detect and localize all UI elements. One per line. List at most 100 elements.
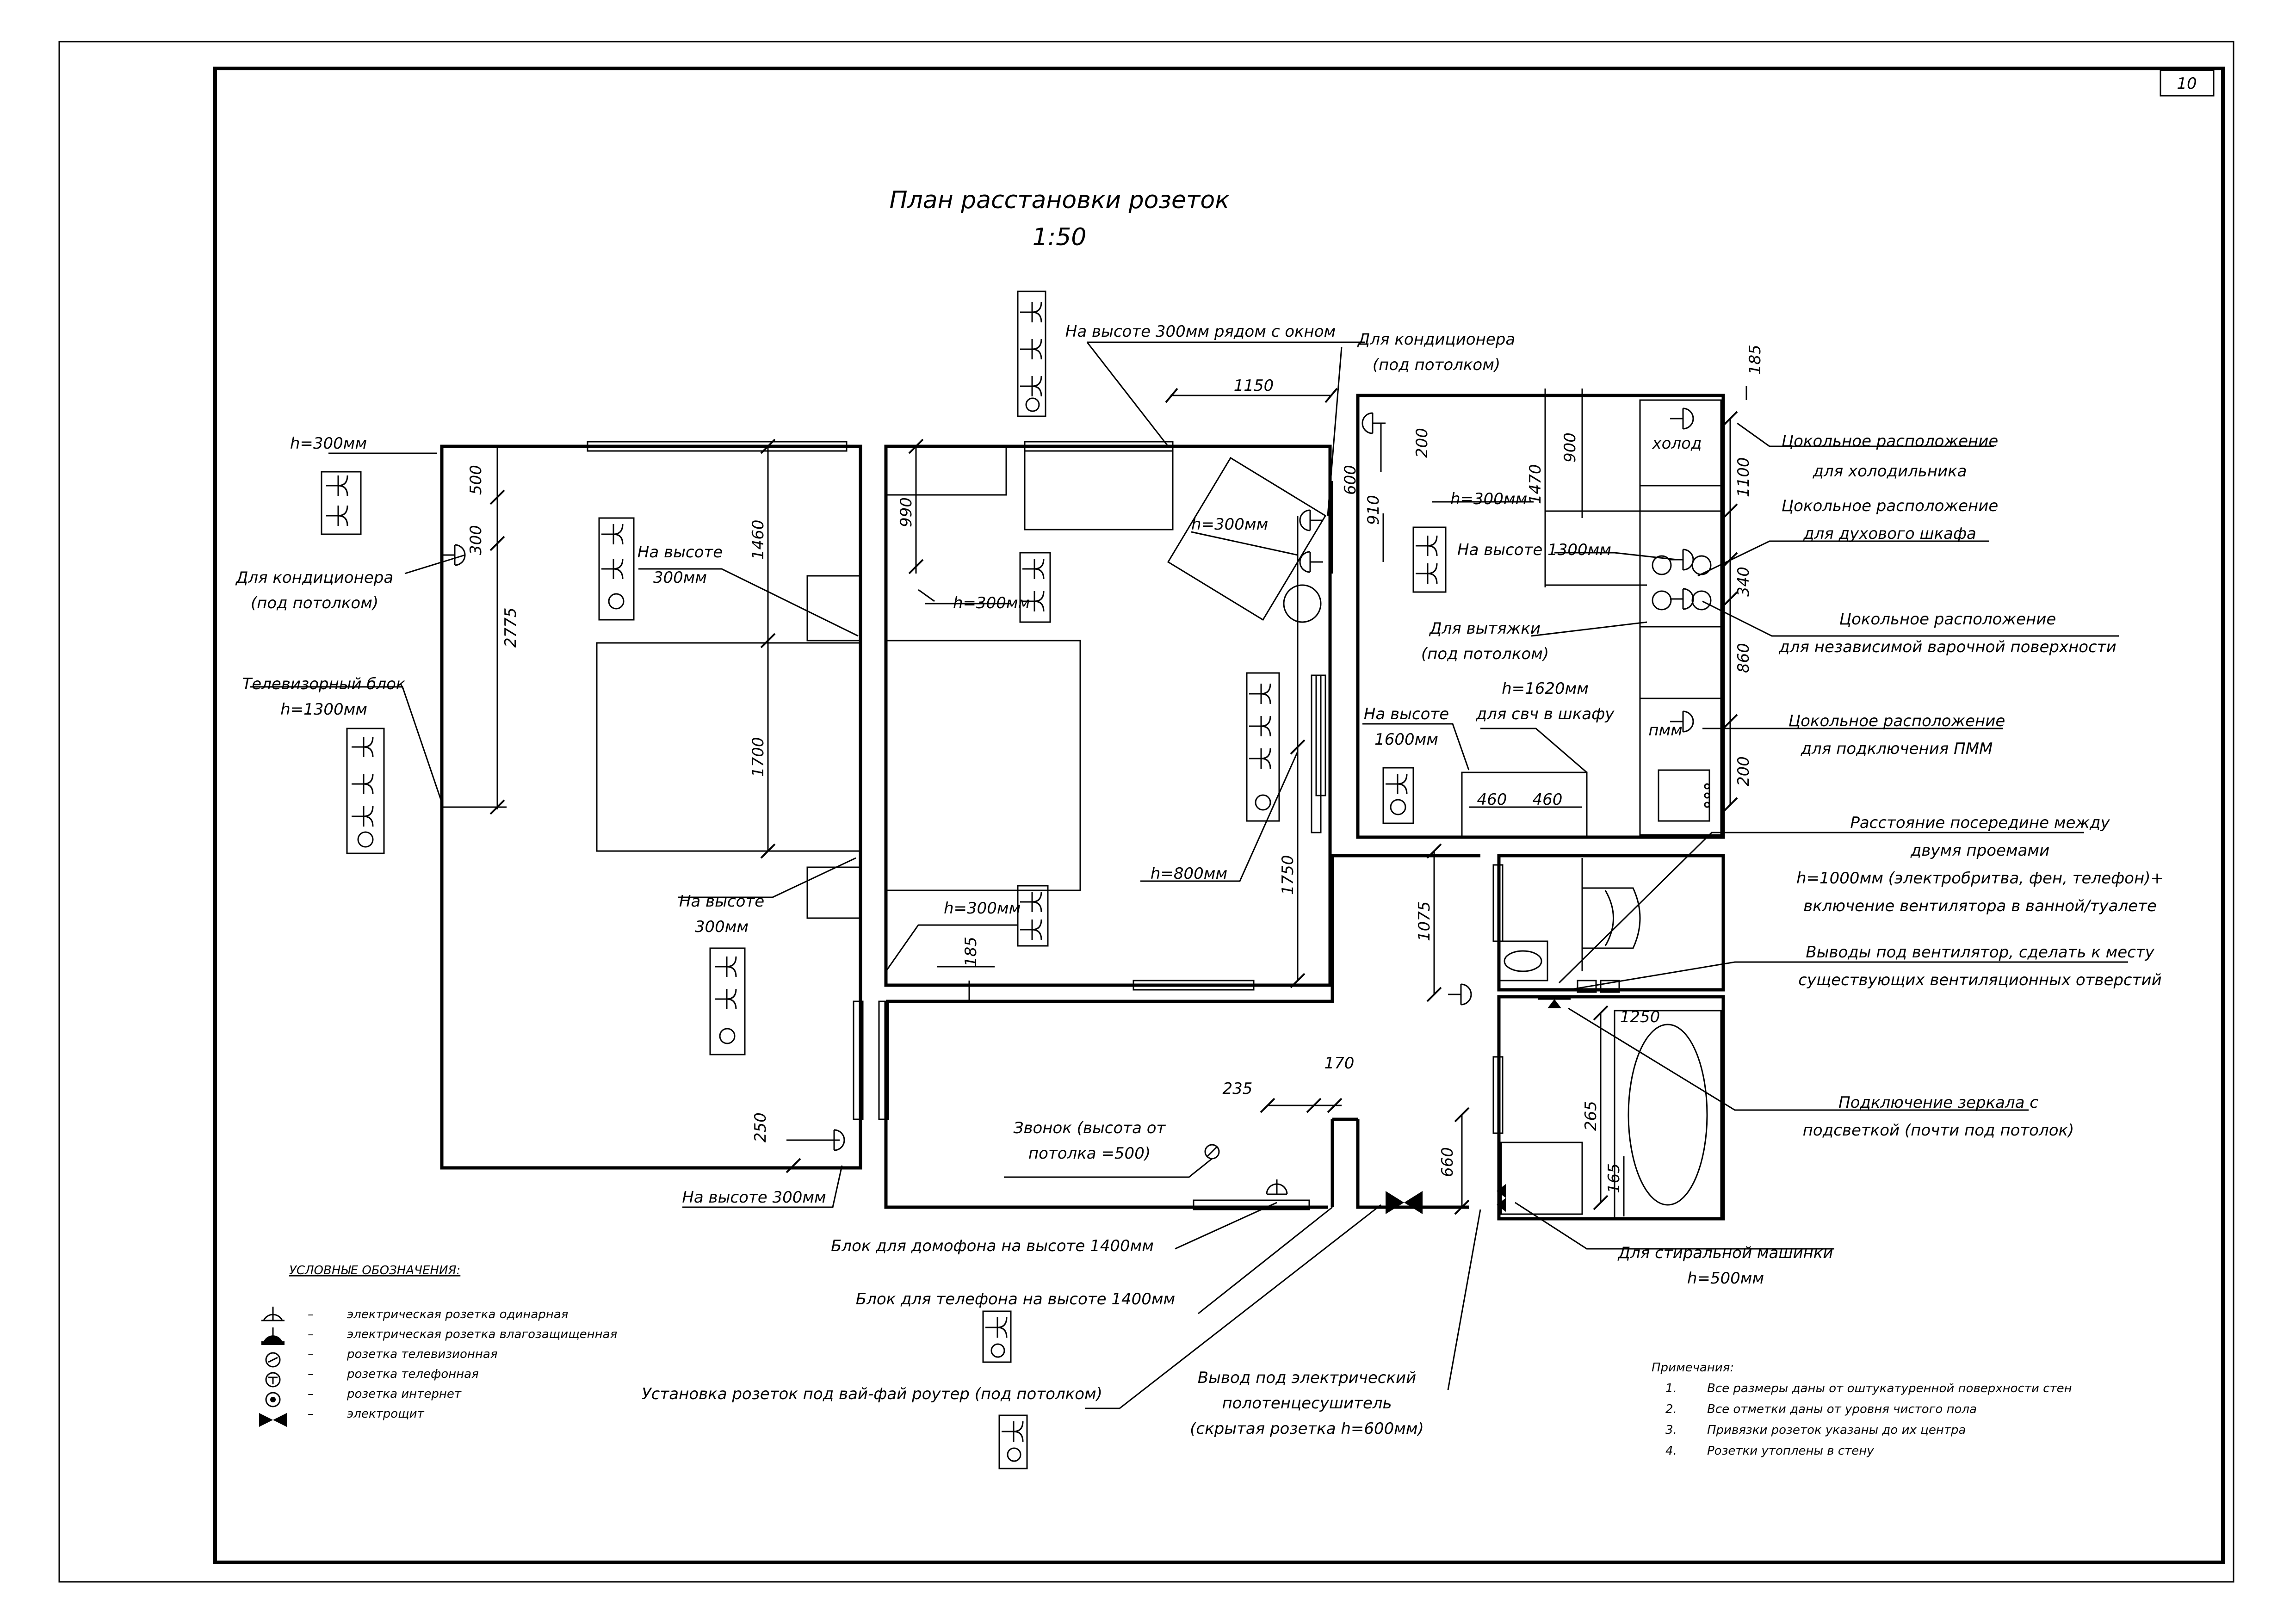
svg-text:1100: 1100 <box>1734 457 1753 497</box>
svg-text:На высоте 300мм: На высоте 300мм <box>682 1188 826 1207</box>
svg-text:(под потолком): (под потолком) <box>1421 645 1549 663</box>
svg-text:Выводы под вентилятор, сделать: Выводы под вентилятор, сделать к месту <box>1806 943 2154 962</box>
sheet-number: 10 <box>2177 74 2197 93</box>
svg-text:(скрытая розетка h=600мм): (скрытая розетка h=600мм) <box>1190 1419 1424 1438</box>
svg-text:–: – <box>308 1387 314 1401</box>
svg-text:(под потолком): (под потолком) <box>251 594 378 612</box>
svg-text:На высоте 300мм рядом с окном: На высоте 300мм рядом с окном <box>1065 322 1336 341</box>
svg-text:холод: холод <box>1652 434 1702 453</box>
svg-text:h=500мм: h=500мм <box>1687 1269 1764 1288</box>
outer-frame <box>58 41 2234 1583</box>
svg-text:1470: 1470 <box>1526 464 1545 504</box>
scale-label: 1:50 <box>1033 223 1087 251</box>
svg-text:–: – <box>308 1407 314 1421</box>
legend: УСЛОВНЫЕ ОБОЗНАЧЕНИЯ: – – – <box>259 1264 617 1427</box>
window-3 <box>1133 980 1255 991</box>
svg-text:для духового шкафа: для духового шкафа <box>1803 525 1976 543</box>
svg-text:460: 460 <box>1533 790 1563 809</box>
svg-text:–: – <box>308 1308 314 1321</box>
svg-text:1750: 1750 <box>1279 855 1297 895</box>
svg-text:Цокольное расположение: Цокольное расположение <box>1789 712 2005 730</box>
svg-text:1460: 1460 <box>749 519 767 560</box>
svg-text:На высоте 1300мм: На высоте 1300мм <box>1457 541 1611 559</box>
svg-text:h=300мм: h=300мм <box>290 434 367 453</box>
svg-text:h=300мм: h=300мм <box>1191 515 1268 534</box>
svg-text:для холодильника: для холодильника <box>1812 462 1967 481</box>
svg-text:–: – <box>308 1327 314 1341</box>
svg-text:пмм: пмм <box>1648 721 1683 740</box>
internet-outlet-icon <box>265 1392 281 1407</box>
svg-text:2.: 2. <box>1665 1402 1677 1416</box>
svg-text:2775: 2775 <box>501 607 520 648</box>
svg-text:h=1620мм: h=1620мм <box>1502 679 1589 698</box>
svg-text:подсветкой (почти под потолок): подсветкой (почти под потолок) <box>1803 1121 2074 1140</box>
svg-text:Расстояние посередине между: Расстояние посередине между <box>1850 814 2110 832</box>
notes: Примечания: 1. Все размеры даны от оштук… <box>1652 1361 2072 1458</box>
svg-text:Для вытяжки: Для вытяжки <box>1429 619 1541 638</box>
svg-text:165: 165 <box>1605 1163 1623 1193</box>
socket-blocks <box>321 290 1447 1469</box>
svg-text:900: 900 <box>1561 432 1579 463</box>
svg-text:185: 185 <box>1746 345 1764 375</box>
note-item: Все размеры даны от оштукатуренной повер… <box>1707 1382 2072 1395</box>
corridor-and-bath <box>884 854 1725 1221</box>
svg-text:170: 170 <box>1324 1054 1355 1073</box>
svg-text:Подключение зеркала с: Подключение зеркала с <box>1838 1093 2038 1112</box>
svg-text:Блок для домофона на высоте 14: Блок для домофона на высоте 1400мм <box>831 1237 1154 1255</box>
wall-sockets <box>441 407 1694 1214</box>
svg-text:h=1000мм (электробритва, фен,: h=1000мм (электробритва, фен, телефон)+ <box>1796 869 2164 888</box>
svg-text:Для кондиционера: Для кондиционера <box>235 568 393 587</box>
svg-text:200: 200 <box>1413 428 1431 458</box>
svg-text:1150: 1150 <box>1234 376 1274 395</box>
svg-text:На высоте: На высоте <box>679 892 764 911</box>
svg-text:для независимой варочной повер: для независимой варочной поверхности <box>1778 638 2116 656</box>
svg-text:1250: 1250 <box>1620 1008 1660 1026</box>
svg-text:Цокольное расположение: Цокольное расположение <box>1839 610 2056 629</box>
svg-text:500: 500 <box>467 465 485 495</box>
furniture <box>596 399 1722 1220</box>
svg-text:(под потолком): (под потолком) <box>1373 356 1500 374</box>
tv-outlet-icon <box>265 1352 281 1368</box>
svg-text:660: 660 <box>1438 1147 1457 1177</box>
legend-label: электрическая розетка влагозащищенная <box>347 1327 617 1341</box>
svg-text:полотенцесушитель: полотенцесушитель <box>1222 1394 1392 1413</box>
svg-text:Цокольное расположение: Цокольное расположение <box>1782 432 1999 450</box>
svg-text:h=1300мм: h=1300мм <box>280 700 367 719</box>
inner-frame <box>213 67 2225 1564</box>
phone-outlet-icon <box>265 1372 281 1388</box>
svg-text:4.: 4. <box>1665 1444 1677 1458</box>
svg-text:–: – <box>308 1347 314 1361</box>
note-item: Все отметки даны от уровня чистого пола <box>1707 1402 1977 1416</box>
svg-text:На высоте: На высоте <box>637 543 723 562</box>
svg-text:Вывод под электрический: Вывод под электрический <box>1198 1369 1416 1387</box>
svg-text:265: 265 <box>1582 1101 1600 1131</box>
note-item: Привязки розеток указаны до их центра <box>1707 1423 1966 1437</box>
svg-text:потолка =500): потолка =500) <box>1028 1144 1151 1163</box>
svg-text:600: 600 <box>1341 465 1360 495</box>
svg-text:300мм: 300мм <box>653 568 707 587</box>
svg-text:300: 300 <box>467 525 485 555</box>
outlet-single-icon <box>261 1307 285 1321</box>
annotations: h=300мм Для кондиционера (под потолком) … <box>235 322 2164 1438</box>
svg-text:Блок для телефона на высоте 14: Блок для телефона на высоте 1400мм <box>856 1290 1175 1308</box>
svg-text:Установка розеток под вай-фай: Установка розеток под вай-фай роутер (по… <box>642 1385 1102 1403</box>
svg-text:Цокольное расположение: Цокольное расположение <box>1782 497 1999 515</box>
svg-text:двумя проемами: двумя проемами <box>1910 841 2049 860</box>
svg-text:h=300мм: h=300мм <box>944 899 1021 918</box>
svg-text:h=300мм: h=300мм <box>1450 490 1527 508</box>
svg-text:910: 910 <box>1364 495 1383 525</box>
svg-text:460: 460 <box>1477 790 1507 809</box>
note-item: Розетки утоплены в стену <box>1707 1444 1874 1458</box>
svg-text:–: – <box>308 1367 314 1381</box>
svg-text:860: 860 <box>1734 643 1753 673</box>
notes-title: Примечания: <box>1652 1361 1734 1375</box>
svg-text:На высоте: На высоте <box>1364 705 1449 723</box>
svg-text:для свч в шкафу: для свч в шкафу <box>1476 705 1615 723</box>
svg-text:1.: 1. <box>1665 1382 1677 1395</box>
svg-text:h=300мм: h=300мм <box>953 594 1030 612</box>
svg-text:200: 200 <box>1734 756 1753 786</box>
svg-text:3.: 3. <box>1665 1423 1677 1437</box>
svg-text:250: 250 <box>751 1112 770 1142</box>
